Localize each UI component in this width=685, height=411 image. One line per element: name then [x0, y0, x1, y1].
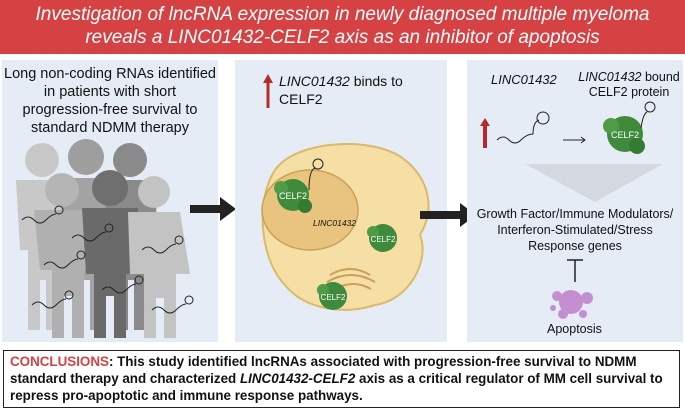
person-head: [45, 173, 79, 207]
apoptosis-label: Apoptosis: [547, 322, 602, 336]
rna-squiggles: [21, 205, 194, 314]
binding-text: LINC01432 binds to CELF2: [279, 72, 403, 108]
conclusion-label: CONCLUSIONS: [10, 354, 109, 369]
protein-name: CELF2: [279, 91, 323, 107]
conclusion-box: CONCLUSIONS: This study identified lncRN…: [3, 350, 680, 408]
person-body: [34, 210, 96, 338]
patients-text-line: standard NDMM therapy: [31, 120, 189, 136]
celf2-label: CELF2: [279, 191, 307, 201]
conclusion-text-1: : This study identified lncRNAs associat…: [10, 354, 637, 386]
patient-figures: [16, 139, 194, 338]
genes-text: Growth Factor/Immune Modulators/ Interfe…: [467, 206, 683, 254]
rna-hairpin: [640, 111, 648, 129]
title-line-1: Investigation of lncRNA expression in ne…: [35, 4, 650, 25]
celf2-label: CELF2: [611, 130, 639, 140]
patients-text-line: in patients with short: [43, 84, 177, 100]
celf2-bound-protein: [603, 116, 645, 154]
patients-text-line: Long non-coding RNAs identified: [4, 66, 216, 82]
apoptosis-icon: [550, 290, 593, 319]
person-head: [138, 176, 170, 208]
person-body: [82, 208, 138, 338]
bound-title: LINC01432 bound CELF2 protein: [577, 70, 681, 100]
celf2-label: CELF2: [321, 293, 346, 302]
linc-label: LINC01432: [313, 218, 356, 228]
celf2-protein-3: [317, 282, 347, 310]
title-banner: Investigation of lncRNA expression in ne…: [0, 0, 685, 54]
title-line-2: reveals a LINC01432-CELF2 axis as an inh…: [85, 27, 600, 48]
person-head: [92, 170, 128, 206]
cell-illustration: CELF2 LINC01432 CELF2 CELF2: [261, 143, 430, 311]
bound-title-gene: LINC01432: [578, 70, 642, 84]
patients-text: Long non-coding RNAs identified in patie…: [2, 65, 218, 137]
arrow-to-cell: [190, 197, 236, 221]
person-body: [128, 212, 190, 338]
arrow-to-genes: [420, 203, 476, 227]
person-head: [25, 143, 59, 177]
rna-hairpin: [308, 167, 316, 191]
celf2-protein-1: [274, 179, 312, 213]
binds-text: binds to: [349, 73, 403, 89]
funnel-shape: [525, 164, 663, 202]
rna-title: LINC01432: [491, 72, 557, 87]
rna-loop: [536, 111, 550, 125]
person-head: [68, 139, 104, 175]
up-arrow-icon: [480, 118, 490, 148]
conclusion-text-2: axis as a critical regulator of MM cell …: [10, 371, 663, 403]
genes-text-line: Interferon-Stimulated/Stress: [497, 223, 653, 237]
mechanism-illustration: CELF2: [480, 101, 663, 319]
patients-panel: Long non-coding RNAs identified in patie…: [2, 60, 218, 342]
celf2-protein-2: [367, 224, 397, 252]
rna-loop: [644, 101, 656, 113]
binding-panel: LINC01432 binds to CELF2 CELF2 LINC01432…: [235, 60, 447, 342]
bound-title-line2: CELF2 protein: [588, 85, 670, 99]
patients-text-line: progression-free survival to: [22, 102, 198, 118]
up-arrow-icon: [263, 74, 273, 108]
celf2-label: CELF2: [371, 235, 396, 244]
genes-text-line: Growth Factor/Immune Modulators/: [476, 207, 674, 221]
person-head: [113, 143, 147, 177]
binding-arrow: [563, 136, 586, 144]
mechanism-panel: LINC01432 LINC01432 bound CELF2 protein …: [467, 60, 683, 342]
inhibition-symbol: [567, 259, 583, 282]
rna-hairpin: [496, 119, 540, 144]
rna-loop: [312, 158, 324, 170]
gene-name: LINC01432: [279, 73, 350, 89]
genes-text-line: Response genes: [528, 239, 622, 253]
conclusion-gene-axis: LINC01432-CELF2: [239, 371, 356, 386]
bound-title-rest: bound: [641, 70, 680, 84]
